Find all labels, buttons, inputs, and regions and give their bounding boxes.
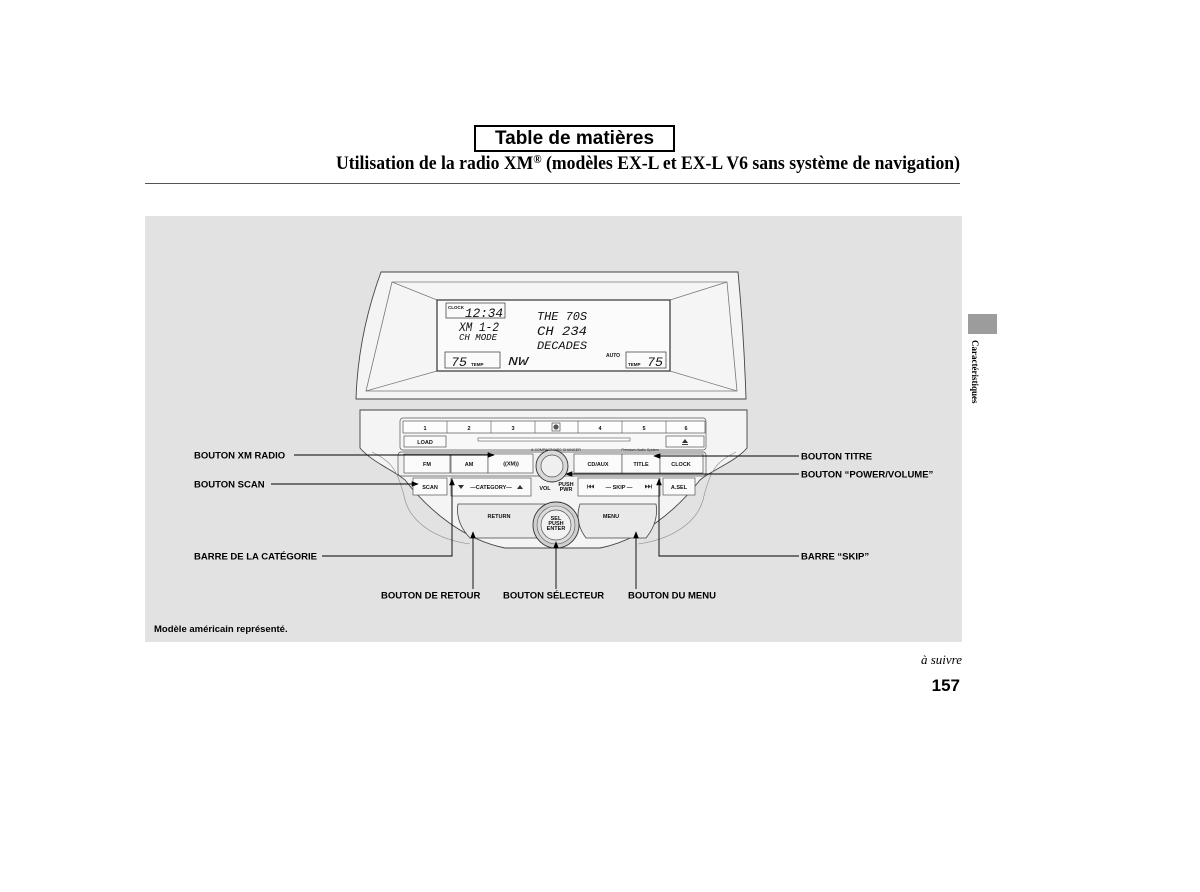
disc-icon xyxy=(551,422,561,432)
category-bar xyxy=(450,477,532,497)
preset-4: 4 xyxy=(598,426,602,432)
selector-knob-cap xyxy=(540,509,572,541)
table-of-contents-link[interactable]: Table de matières xyxy=(474,125,675,152)
preset-dividers xyxy=(446,421,667,433)
section-tab[interactable] xyxy=(968,314,997,334)
temp-right-value: 75 xyxy=(647,355,663,370)
temp-left-label: TEMP xyxy=(471,362,484,367)
callout-line-category xyxy=(322,478,455,557)
callout-title: BOUTON TITRE xyxy=(801,452,872,463)
clock-button xyxy=(659,453,704,474)
channel-name-readout: THE 70S xyxy=(537,310,587,324)
preset-2: 2 xyxy=(467,426,470,432)
registered-mark: ® xyxy=(533,152,542,166)
am-label: AM xyxy=(465,462,474,468)
premium-label: Premium Audio System xyxy=(621,448,658,452)
lcd-panel xyxy=(436,299,671,372)
preset-5: 5 xyxy=(642,426,645,432)
title-label: TITLE xyxy=(633,462,649,468)
temp-right-box xyxy=(625,351,667,369)
changer-label: 6-COMPACT DISC CHANGER xyxy=(531,448,581,452)
callout-menu: BOUTON DU MENU xyxy=(628,591,716,602)
xm-button xyxy=(487,453,534,474)
push-label: PUSH xyxy=(558,482,573,488)
callout-power-volume: BOUTON “POWER/VOLUME” xyxy=(801,470,934,481)
preset-6: 6 xyxy=(684,426,687,432)
preset-3: 3 xyxy=(511,426,514,432)
sel-push-label: PUSH xyxy=(548,521,563,527)
page-number: 157 xyxy=(931,676,960,695)
menu-label: MENU xyxy=(603,514,619,520)
radio-diagram-svg: CLOCK 12:34 XM 1-2 CH MODE THE 70S CH 23… xyxy=(145,216,962,642)
scan-label: SCAN xyxy=(422,485,438,491)
cd-aux-label: CD/AUX xyxy=(587,462,608,468)
temp-left-box xyxy=(444,351,501,369)
compass-readout: NW xyxy=(508,355,530,369)
load-label: LOAD xyxy=(417,440,433,446)
fm-button xyxy=(403,453,451,474)
mode-readout: CH MODE xyxy=(459,333,498,343)
callout-category-bar: BARRE DE LA CATÉGORIE xyxy=(194,552,317,563)
continued-note: à suivre xyxy=(920,652,962,667)
clock-box xyxy=(445,302,506,319)
callout-skip-bar: BARRE “SKIP” xyxy=(801,552,869,563)
skip-forward-icon xyxy=(645,484,652,489)
temp-right-label: TEMP xyxy=(628,362,641,367)
skip-bar xyxy=(577,477,661,497)
band-readout: XM 1-2 xyxy=(458,320,499,335)
display-perspective-lines xyxy=(365,281,738,392)
page-title: Utilisation de la radio XM® (modèles EX-… xyxy=(336,153,960,175)
section-tab-label: Caractéristiques xyxy=(970,340,980,404)
callout-return: BOUTON DE RETOUR xyxy=(381,591,481,602)
sel-label: SEL xyxy=(551,516,562,522)
eject-icon xyxy=(682,439,688,445)
callout-selector: BOUTON SÉLECTEUR xyxy=(503,591,604,602)
category-down-icon xyxy=(458,485,464,489)
category-label: —CATEGORY— xyxy=(470,485,512,491)
callout-xm-radio: BOUTON XM RADIO xyxy=(194,451,285,462)
load-button xyxy=(403,435,447,448)
callout-scan: BOUTON SCAN xyxy=(194,480,265,491)
page-title-suffix: (modèles EX-L et EX-L V6 sans système de… xyxy=(541,153,960,174)
temp-left-value: 75 xyxy=(451,355,467,370)
fm-label: FM xyxy=(423,462,431,468)
figure-caption: Modèle américain représenté. xyxy=(154,624,288,635)
clock-button-label: CLOCK xyxy=(671,462,691,468)
return-label: RETURN xyxy=(488,514,511,520)
callout-line-skip xyxy=(656,478,799,557)
return-button xyxy=(457,503,547,539)
page-title-prefix: Utilisation de la radio XM xyxy=(335,153,534,174)
asel-label: A.SEL xyxy=(671,485,688,491)
disc-slot xyxy=(477,437,631,442)
skip-back-icon xyxy=(587,484,594,489)
power-volume-knob-cap xyxy=(540,454,564,478)
vol-label: VOL xyxy=(539,486,551,492)
asel-button xyxy=(662,477,696,496)
console-contour-left xyxy=(371,451,471,545)
preset-1: 1 xyxy=(423,426,426,432)
console-contour-right xyxy=(637,451,737,545)
enter-label: ENTER xyxy=(547,526,566,532)
pwr-label: PWR xyxy=(560,487,573,493)
xm-label: ((XM)) xyxy=(503,462,519,468)
clock-label: CLOCK xyxy=(448,305,465,310)
climate-mode-readout: AUTO xyxy=(606,353,620,359)
category-readout: DECADES xyxy=(537,341,587,353)
channel-readout: CH 234 xyxy=(537,324,587,339)
category-up-icon xyxy=(517,485,523,489)
radio-diagram: CLOCK 12:34 XM 1-2 CH MODE THE 70S CH 23… xyxy=(145,216,962,642)
skip-label: — SKIP — xyxy=(606,485,633,491)
menu-button xyxy=(577,503,657,539)
title-rule xyxy=(145,183,960,184)
clock-time: 12:34 xyxy=(465,306,503,321)
